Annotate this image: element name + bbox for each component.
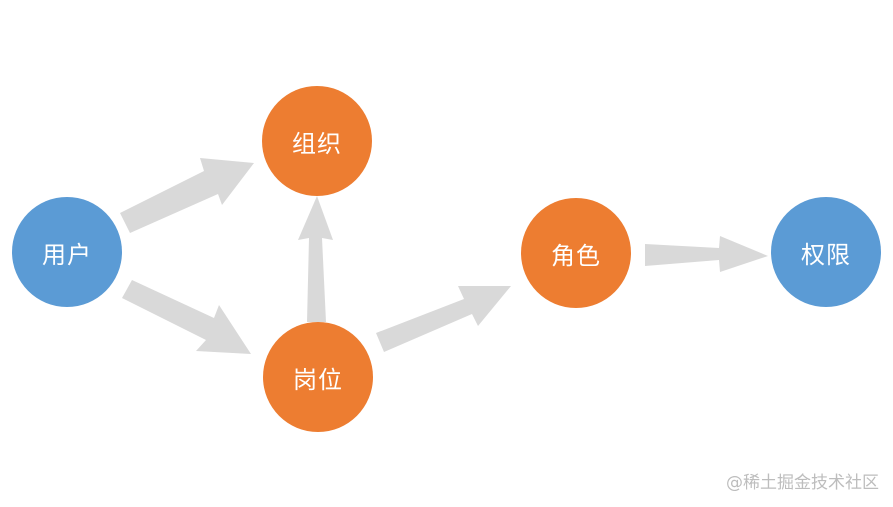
watermark: @稀土掘金技术社区 (726, 473, 879, 493)
node-role: 角色 (521, 198, 631, 308)
node-permission-label: 权限 (801, 240, 851, 269)
node-user-label: 用户 (42, 240, 92, 269)
node-permission: 权限 (771, 197, 881, 307)
node-user: 用户 (12, 197, 122, 307)
arrow-role-to-permission (645, 236, 768, 272)
node-org-label: 组织 (292, 129, 342, 158)
node-org: 组织 (262, 86, 372, 196)
arrow-user-to-org (120, 158, 254, 233)
node-post: 岗位 (263, 322, 373, 432)
node-role-label: 角色 (551, 241, 601, 270)
arrow-user-to-post (122, 280, 251, 354)
arrow-post-to-role (376, 286, 511, 352)
arrow-post-to-org (298, 196, 333, 322)
node-post-label: 岗位 (293, 365, 343, 394)
